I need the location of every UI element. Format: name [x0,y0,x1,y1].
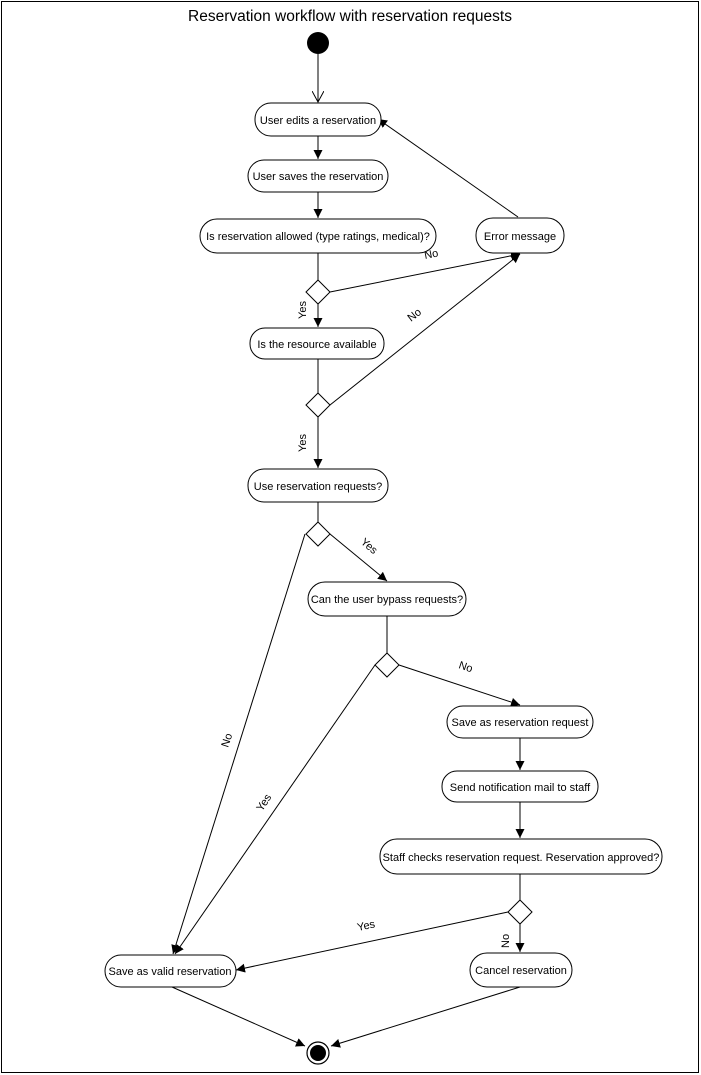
node-send-mail: Send notification mail to staff [441,770,599,803]
node-label: Save as reservation request [452,717,589,729]
decision-use-requests [305,521,331,547]
label-requests-yes: Yes [358,536,380,557]
edge-valid-to-end [171,986,306,1047]
node-is-available: Is the resource available [249,327,385,360]
edge-dec4-to-save-request [398,664,521,707]
decision-allowed [305,279,331,305]
node-user-saves: User saves the reservation [247,159,389,193]
node-label: Send notification mail to staff [450,782,591,794]
label-bypass-yes: Yes [254,792,274,814]
node-error-message: Error message [475,217,565,254]
node-use-requests: Use reservation requests? [247,468,389,503]
node-label: Is the resource available [257,339,376,351]
edge-dec5-to-valid [235,911,509,973]
edge-dec1-to-error [329,251,521,293]
node-user-edits: User edits a reservation [254,102,382,137]
edge-cancel-to-end [330,986,521,1048]
label-allowed-yes: Yes [297,301,309,319]
label-allowed-no: No [423,247,439,261]
node-save-valid: Save as valid reservation [104,954,237,988]
edge-dec2-to-error [329,253,521,406]
label-available-yes: Yes [297,434,309,452]
edge-dec4-to-valid [174,664,376,955]
node-staff-checks: Staff checks reservation request. Reserv… [379,838,663,875]
label-available-no: No [405,306,423,324]
node-label: User edits a reservation [260,115,376,127]
start-node [307,32,329,54]
node-label: Error message [484,231,556,243]
node-label: Cancel reservation [475,965,567,977]
decision-bypass [374,652,400,678]
label-approved-yes: Yes [356,918,377,934]
edge-error-to-edit [377,118,519,218]
node-is-allowed: Is reservation allowed (type ratings, me… [199,218,437,254]
label-approved-no: No [500,934,512,948]
diagram-title: Reservation workflow with reservation re… [188,8,512,25]
node-save-request: Save as reservation request [446,705,594,739]
node-label: Is reservation allowed (type ratings, me… [206,231,430,243]
edges [171,54,525,1048]
edge-dec3-to-valid [171,533,306,955]
decision-available [305,392,331,418]
node-label: Save as valid reservation [109,966,232,978]
decision-approved [507,899,533,925]
node-label: Can the user bypass requests? [311,594,463,606]
node-label: Staff checks reservation request. Reserv… [383,852,660,864]
node-cancel: Cancel reservation [469,952,573,988]
label-bypass-no: No [457,659,474,675]
node-can-bypass: Can the user bypass requests? [307,581,467,617]
node-label: User saves the reservation [253,171,384,183]
label-requests-no: No [219,732,235,749]
node-label: Use reservation requests? [254,481,382,493]
edge-dec3-to-bypass [329,533,388,582]
end-node-inner [310,1045,326,1061]
